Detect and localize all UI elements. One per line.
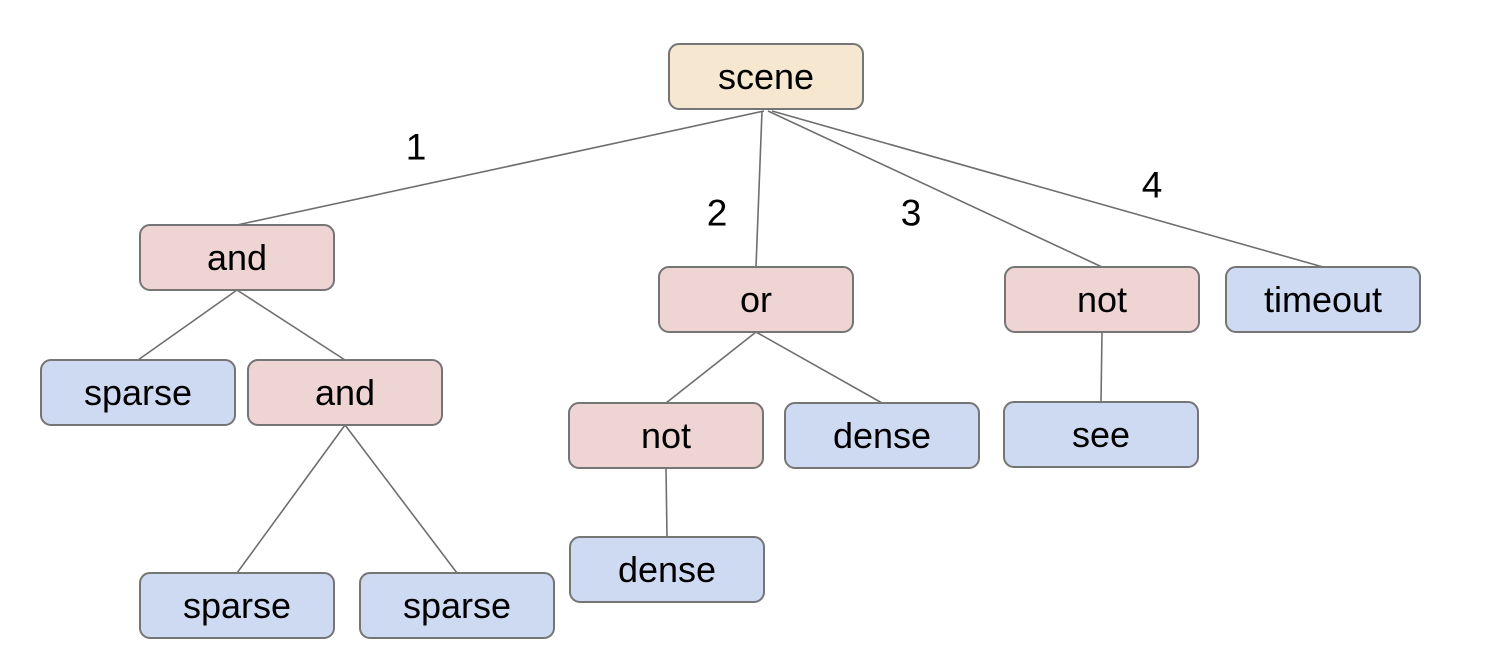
node-scene: scene	[668, 43, 864, 110]
edge-scene-timeout	[771, 110, 1324, 268]
node-not-2-label: not	[640, 414, 692, 456]
node-see: see	[1003, 401, 1199, 468]
edge-and2-sparse2	[344, 424, 458, 574]
edge-scene-and	[236, 110, 765, 226]
node-and-1-label: and	[206, 236, 268, 278]
node-dense-1-label: dense	[832, 414, 932, 456]
node-or-label: or	[739, 278, 772, 320]
node-sparse-2-label: sparse	[182, 584, 292, 626]
edge-not-see	[1100, 331, 1103, 403]
edge-and-sparse	[137, 289, 238, 361]
node-and-1: and	[139, 224, 335, 291]
node-sparse-1: sparse	[40, 359, 236, 426]
edge-label-1: 1	[405, 126, 427, 168]
edge-label-4: 4	[1141, 164, 1163, 206]
node-dense-1: dense	[784, 402, 980, 469]
node-not-1: not	[1004, 266, 1200, 333]
node-sparse-1-label: sparse	[83, 371, 193, 413]
node-and-2: and	[247, 359, 443, 426]
node-or: or	[658, 266, 854, 333]
node-not-1-label: not	[1076, 278, 1128, 320]
node-scene-label: scene	[717, 55, 815, 97]
edge-label-3: 3	[900, 192, 922, 234]
node-see-label: see	[1071, 413, 1131, 455]
node-not-2: not	[568, 402, 764, 469]
node-sparse-3-label: sparse	[402, 584, 512, 626]
edge-scene-or	[755, 110, 763, 268]
edge-or-dense	[755, 331, 883, 404]
node-dense-2: dense	[569, 536, 765, 603]
node-sparse-2: sparse	[139, 572, 335, 639]
edge-and2-sparse1	[236, 424, 346, 574]
edge-not2-dense	[665, 467, 668, 538]
edge-scene-not	[767, 110, 1103, 268]
node-timeout: timeout	[1225, 266, 1421, 333]
edge-label-2: 2	[706, 192, 728, 234]
node-dense-2-label: dense	[617, 548, 717, 590]
edge-or-not	[665, 331, 757, 404]
edge-and-and	[236, 289, 346, 361]
node-timeout-label: timeout	[1263, 278, 1383, 320]
node-sparse-3: sparse	[359, 572, 555, 639]
node-and-2-label: and	[314, 371, 376, 413]
